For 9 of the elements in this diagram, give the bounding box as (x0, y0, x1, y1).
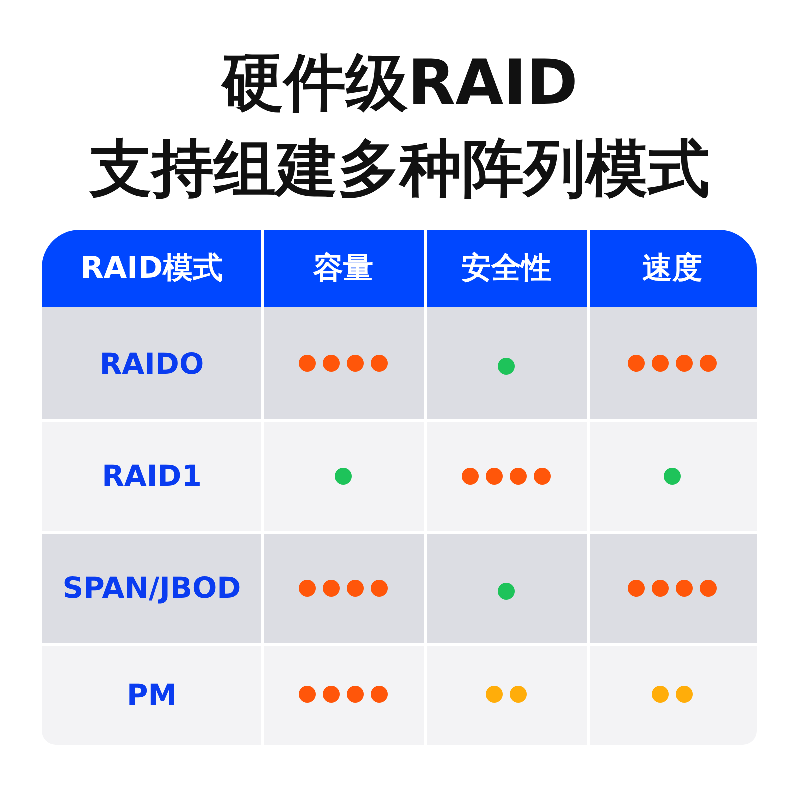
column-header: 速度 (642, 250, 704, 288)
column-header: 安全性 (460, 250, 552, 288)
row-header: RAIDO (98, 346, 206, 382)
column-header: 容量 (312, 250, 374, 288)
row-header: PM (126, 676, 178, 714)
column-header: RAID模式 (80, 250, 224, 288)
title: 硬件级RAID支持组建多种阵列模式 (88, 45, 711, 207)
row-header: RAID1 (101, 458, 203, 495)
row-header: SPAN/JBOD (62, 570, 242, 607)
